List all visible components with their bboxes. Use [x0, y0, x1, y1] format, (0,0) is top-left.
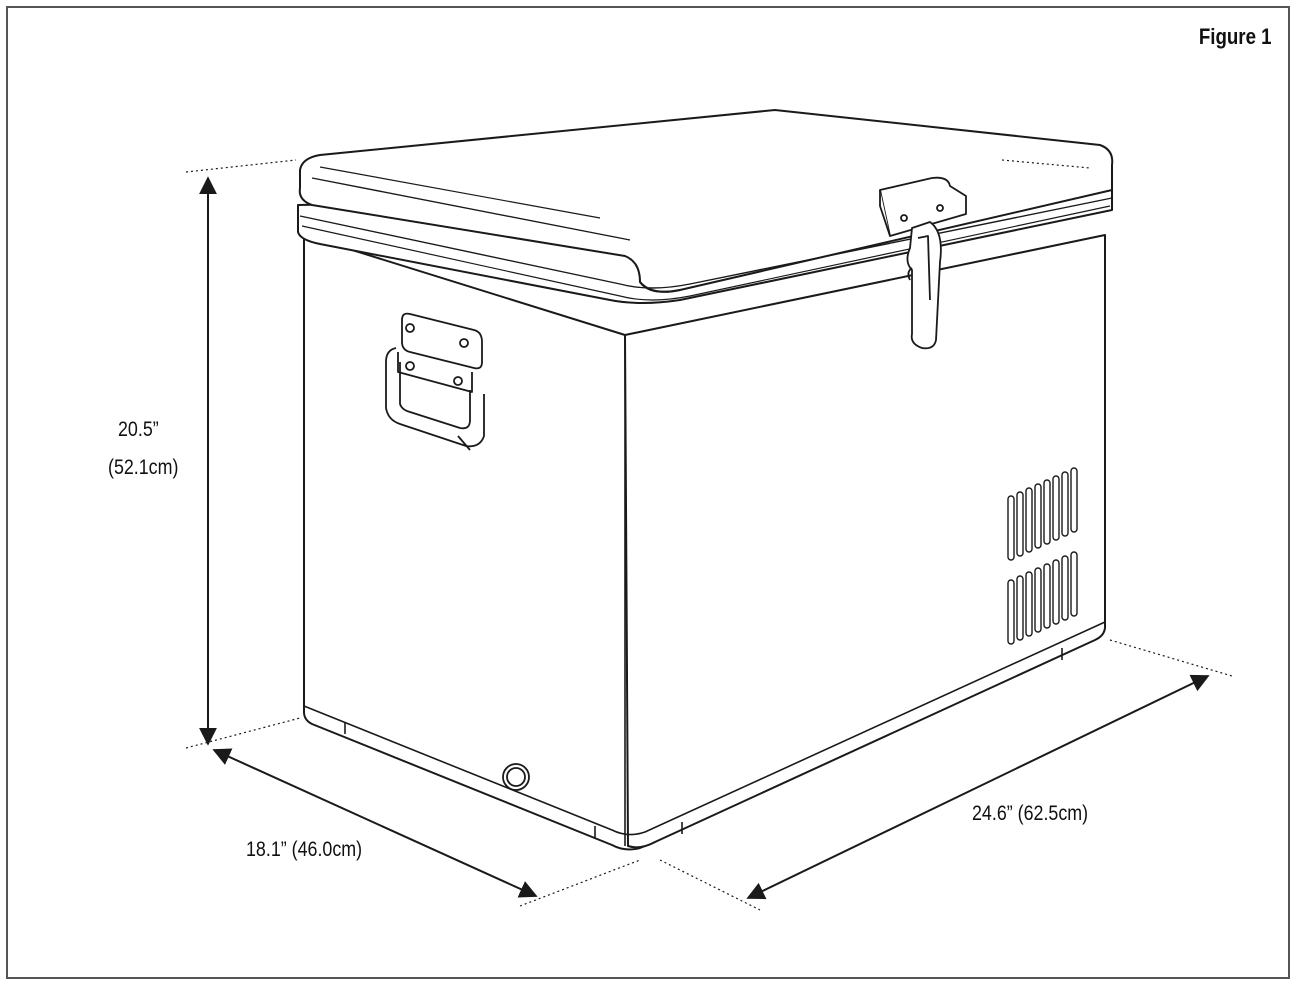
cooler-rim	[299, 197, 1113, 289]
latch	[879, 176, 967, 350]
cooler-front-panel	[624, 234, 1106, 849]
extension-lines	[185, 159, 1233, 911]
figure-title: Figure 1	[1199, 24, 1272, 49]
height-label-cm: (52.1cm)	[108, 456, 179, 479]
cooler-side-panel	[303, 234, 656, 851]
vent-grille	[1007, 467, 1078, 645]
depth-arrow	[212, 748, 538, 898]
drain-plug	[502, 763, 530, 791]
cooler-body	[303, 234, 1106, 851]
side-handle	[385, 312, 485, 451]
height-label-inches: 20.5”	[118, 418, 159, 441]
figure-frame	[6, 6, 1290, 979]
width-arrow	[746, 674, 1210, 900]
width-label: 24.6” (62.5cm)	[972, 802, 1089, 825]
depth-label: 18.1” (46.0cm)	[246, 838, 363, 861]
cooler-base	[303, 621, 1106, 838]
dimension-arrows	[199, 176, 1210, 900]
